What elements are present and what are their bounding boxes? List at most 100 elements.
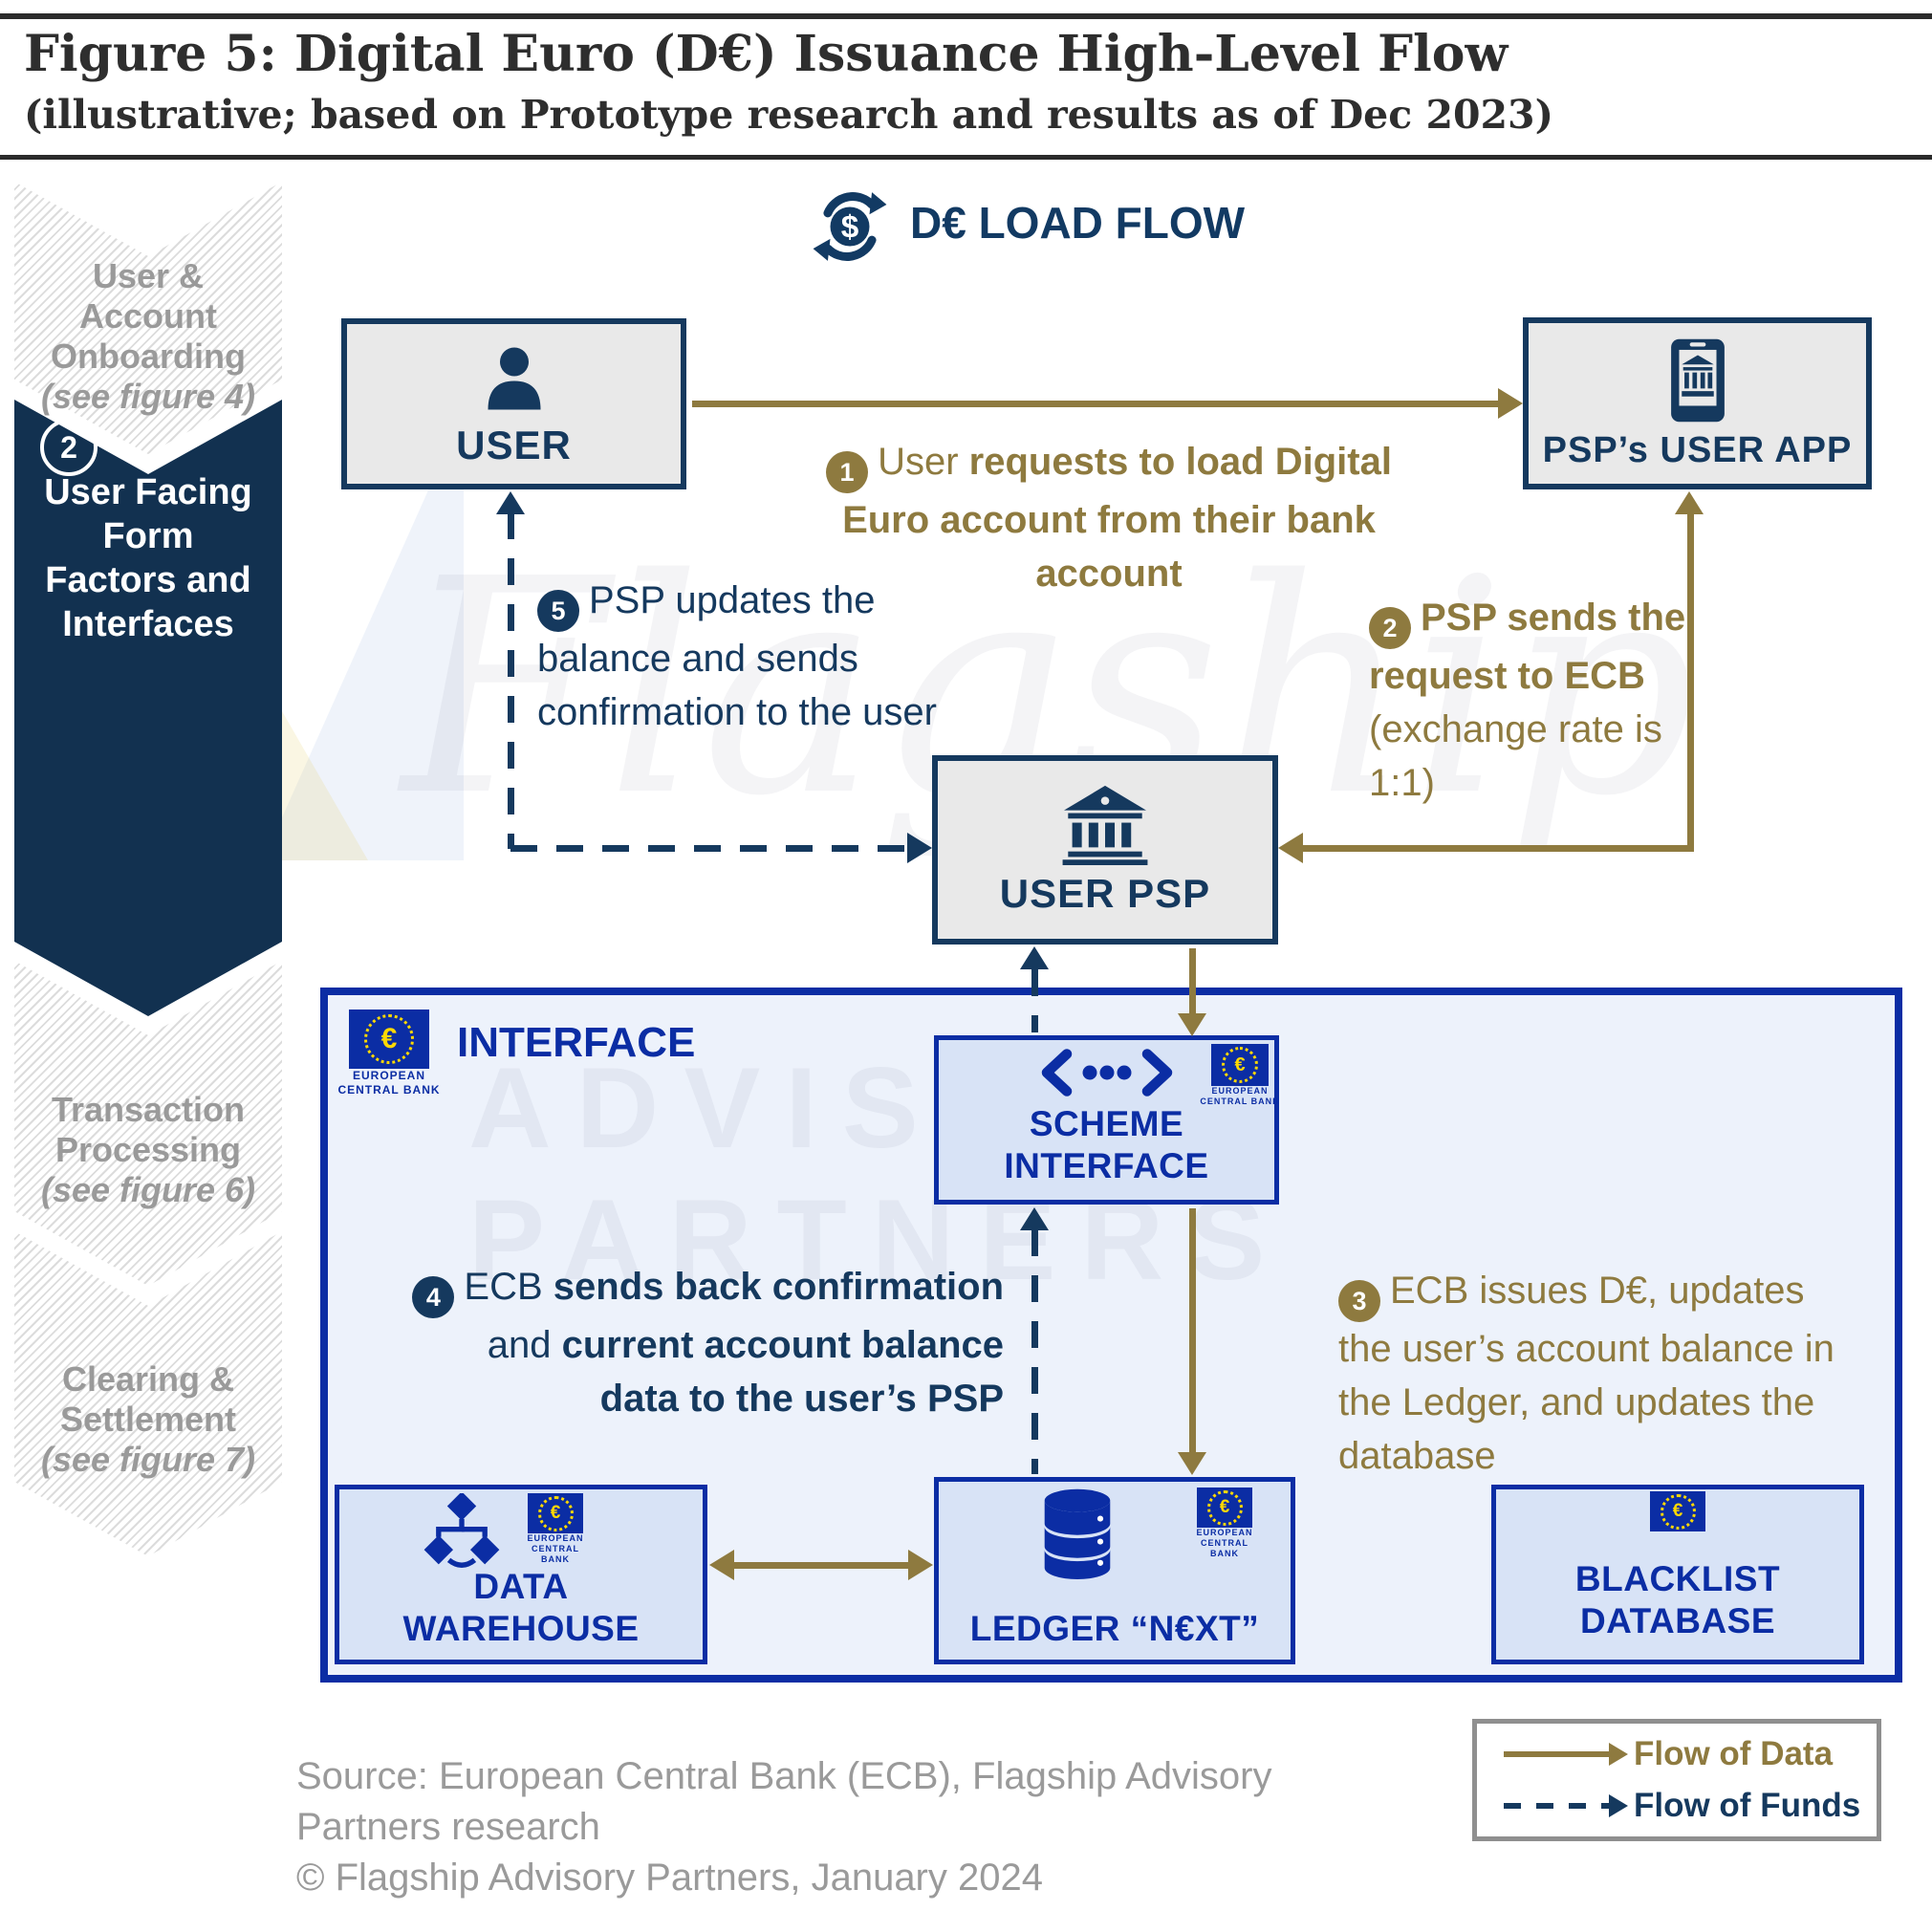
euro-glyph: € (380, 1023, 398, 1054)
flow-of-funds-label: Flow of Funds (1634, 1787, 1861, 1824)
blacklist-label: BLACKLIST DATABASE (1575, 1558, 1780, 1642)
step-2-text-bold: PSP sends the request to ECB (1369, 597, 1686, 697)
blacklist-line1: BLACKLIST (1574, 1559, 1781, 1598)
chevron-note: (see figure 6) (40, 1170, 256, 1209)
arrowhead-user-to-app (1498, 388, 1523, 419)
money-cycle-icon: $ (813, 192, 887, 261)
chevron-number: 2 (60, 429, 77, 465)
top-rule (0, 13, 1932, 19)
flow-of-data-arrow (1504, 1743, 1628, 1766)
source-line2: © Flagship Advisory Partners, January 20… (296, 1857, 1043, 1899)
arrowhead-into-warehouse (709, 1550, 734, 1580)
euro-glyph: € (1219, 1497, 1230, 1517)
ecb-logo-caption: EUROPEAN CENTRAL BANK (1196, 1528, 1253, 1558)
api-icon (1041, 1049, 1172, 1097)
scheme-interface-label: SCHEME INTERFACE (1004, 1103, 1208, 1187)
psp-user-app-label: PSP’s USER APP (1542, 429, 1853, 470)
euro-glyph: € (1234, 1053, 1246, 1075)
step-4-text2: and (487, 1324, 562, 1366)
flow-of-data-label: Flow of Data (1634, 1735, 1834, 1772)
ecb-logo-icon: € (1197, 1488, 1252, 1528)
data-warehouse-label: DATA WAREHOUSE (402, 1566, 639, 1650)
user-node: USER (341, 318, 686, 489)
source-note: Source: European Central Bank (ECB), Fla… (296, 1751, 1396, 1903)
chevron-line: Interfaces (62, 604, 234, 644)
ledger-node: LEDGER “N€XT” (934, 1477, 1295, 1664)
arrowhead-into-app (1675, 491, 1704, 514)
chevron-note: (see figure 7) (40, 1440, 256, 1479)
chevron-note: (see figure 4) (40, 377, 256, 416)
scheme-line1: SCHEME (1029, 1104, 1184, 1143)
funds-user-psp-horizontal (510, 845, 912, 852)
step-5-badge: 5 (537, 590, 579, 632)
data-warehouse-icon (423, 1493, 500, 1568)
sidebar-chevron-onboarding-label: User & Account Onboarding (see figure 4) (14, 256, 282, 417)
blacklist-database-node: BLACKLIST DATABASE (1491, 1485, 1864, 1664)
step-4-text: ECB (464, 1266, 554, 1308)
source-line1: Source: European Central Bank (ECB), Fla… (296, 1755, 1272, 1848)
arrowhead-funds-into-scheme (1020, 1207, 1049, 1230)
ecb-logo-caption: EUROPEAN CENTRAL BANK (1200, 1086, 1280, 1106)
bank-icon (1062, 785, 1148, 865)
euro-icon: € (364, 1014, 414, 1064)
step-1-text: User (878, 441, 969, 483)
step-1-badge: 1 (826, 451, 869, 493)
arrowhead-into-ledger-left (908, 1550, 933, 1580)
ecb-logo-caption: EUROPEAN CENTRAL BANK (337, 1069, 441, 1097)
funds-user-psp-vertical (508, 512, 514, 849)
arrow-psp-to-scheme (1189, 948, 1196, 1017)
step-2-text: (exchange rate is 1:1) (1369, 708, 1662, 804)
ecb-logo: € EUROPEAN CENTRAL BANK (516, 1493, 595, 1565)
step-4-text-bold2: current account balance data to the user… (561, 1324, 1004, 1420)
figure-subtitle: (illustrative; based on Prototype resear… (24, 92, 1553, 138)
chevron-line: User & (92, 256, 205, 295)
ecb-logo-icon: € (1211, 1044, 1269, 1086)
chevron-line: Transaction (51, 1090, 246, 1129)
arrowhead-into-user-psp (1278, 833, 1303, 863)
arrowhead-funds-into-user-psp (907, 833, 932, 863)
blacklist-line2: DATABASE (1579, 1601, 1776, 1640)
ecb-logo: € (1650, 1491, 1705, 1531)
arrowhead-funds-into-user-psp-bottom (1020, 946, 1049, 969)
chevron-line: Factors and (45, 560, 251, 600)
step-2-badge: 2 (1369, 607, 1411, 649)
arrowhead-into-user (496, 491, 525, 514)
arrow-scheme-to-ledger (1189, 1208, 1196, 1453)
euro-icon: € (1660, 1493, 1696, 1530)
funds-ledger-to-scheme (1031, 1229, 1038, 1474)
step-1-text-bold: requests to load Digital Euro account fr… (842, 441, 1392, 595)
euro-icon: € (1206, 1489, 1243, 1526)
chevron-line: Settlement (59, 1400, 237, 1439)
step-5-text: PSP updates the balance and sends confir… (537, 579, 937, 733)
sidebar-chevron-user-facing (14, 400, 282, 1016)
arrowhead-into-ledger (1178, 1452, 1206, 1475)
ecb-logo: € EUROPEAN CENTRAL BANK (1185, 1488, 1264, 1559)
dw-line1: DATA (473, 1567, 569, 1606)
chevron-line: Onboarding (51, 337, 246, 376)
user-psp-label: USER PSP (999, 871, 1211, 916)
arrowhead-into-scheme (1178, 1013, 1206, 1036)
ecb-logo: € EUROPEAN CENTRAL BANK (336, 1010, 442, 1097)
chevron-line: Form (102, 516, 194, 556)
legend-row-funds: Flow of Funds (1504, 1787, 1877, 1825)
database-icon (1044, 1488, 1111, 1579)
legend-row-data: Flow of Data (1504, 1735, 1877, 1773)
arrow-app-psp-vertical (1687, 512, 1694, 849)
chevron-line: Processing (54, 1130, 242, 1169)
ecb-logo-icon: € (1650, 1491, 1705, 1531)
ecb-logo-icon: € (528, 1493, 583, 1533)
user-psp-node: USER PSP (932, 755, 1278, 945)
figure-title: Figure 5: Digital Euro (D€) Issuance Hig… (24, 25, 1509, 83)
chevron-line: User Facing (44, 472, 252, 512)
smartphone-bank-icon (1670, 338, 1725, 422)
arrow-user-to-app (692, 401, 1501, 407)
step-3-badge: 3 (1338, 1280, 1380, 1322)
header-divider-rule (0, 155, 1932, 160)
sidebar-chevron-user-facing-label: User Facing Form Factors and Interfaces (14, 470, 282, 646)
chevron-line: Account (79, 296, 217, 336)
